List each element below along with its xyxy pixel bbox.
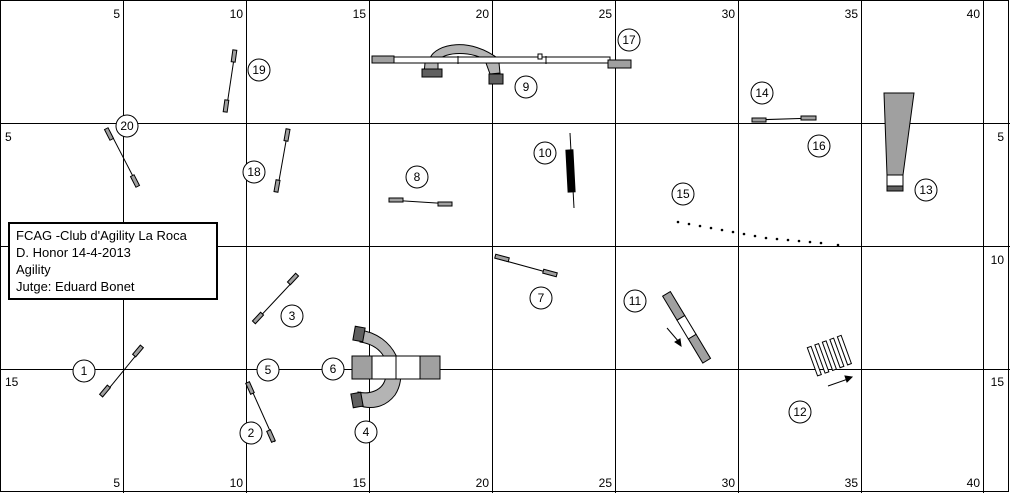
svg-text:17: 17 <box>622 33 636 47</box>
arrow-12 <box>827 375 854 387</box>
bottom-axis-label: 5 <box>113 476 120 490</box>
obstacle-number-5: 5 <box>256 358 280 382</box>
obstacle-number-9: 9 <box>514 75 538 99</box>
svg-text:2: 2 <box>248 426 255 440</box>
obstacle-number-7: 7 <box>529 286 553 310</box>
bottom-axis-label: 30 <box>722 476 736 490</box>
top-axis-label: 40 <box>967 7 981 21</box>
jump-1 <box>98 344 145 398</box>
svg-text:14: 14 <box>755 86 769 100</box>
jump-20 <box>103 127 141 188</box>
left-axis-label: 5 <box>5 130 12 144</box>
category: Agility <box>16 262 51 277</box>
svg-text:18: 18 <box>247 165 261 179</box>
obstacle-number-1: 1 <box>72 359 96 383</box>
jump-3 <box>251 272 300 325</box>
right-axis-label: 10 <box>991 253 1005 267</box>
jump-2 <box>245 381 276 443</box>
top-axis-label: 10 <box>230 7 244 21</box>
obstacle-number-11: 11 <box>623 289 647 313</box>
obstacle-number-12: 12 <box>788 400 812 424</box>
top-axis-label: 20 <box>476 7 490 21</box>
tunnel-6 <box>351 355 441 380</box>
obstacle-number-2: 2 <box>239 421 263 445</box>
obstacle-number-16: 16 <box>807 134 831 158</box>
bottom-axis-label: 25 <box>599 476 613 490</box>
top-axis-label: 15 <box>353 7 367 21</box>
obstacle-number-19: 19 <box>247 58 271 82</box>
bottom-axis-label: 20 <box>476 476 490 490</box>
obstacle-number-3: 3 <box>280 304 304 328</box>
dogwalk-9 <box>371 44 632 85</box>
obstacle-number-18: 18 <box>242 160 266 184</box>
jump-18 <box>273 128 291 193</box>
top-axis-label: 35 <box>845 7 859 21</box>
judge-name: Jutge: Eduard Bonet <box>16 279 135 294</box>
jump-19 <box>222 49 238 113</box>
bottom-axis-label: 40 <box>967 476 981 490</box>
svg-text:11: 11 <box>629 294 642 308</box>
bottom-axis-label: 35 <box>845 476 859 490</box>
obstacle-number-17: 17 <box>617 28 641 52</box>
arrow-11 <box>666 327 682 348</box>
obstacle-number-20: 20 <box>115 114 139 138</box>
bottom-axis-label: 15 <box>353 476 367 490</box>
top-axis-label: 30 <box>722 7 736 21</box>
bottom-axis-label: 10 <box>230 476 244 490</box>
obstacle-number-15: 15 <box>671 182 695 206</box>
competition-date: D. Honor 14-4-2013 <box>16 245 131 260</box>
seesaw-11 <box>661 290 712 364</box>
svg-text:10: 10 <box>538 146 552 160</box>
svg-text:16: 16 <box>812 139 826 153</box>
jump-7 <box>494 253 558 278</box>
obstacle-number-13: 13 <box>914 178 938 202</box>
svg-text:13: 13 <box>919 183 933 197</box>
top-axis-label: 5 <box>113 7 120 21</box>
svg-text:12: 12 <box>793 405 807 419</box>
weave-poles-10 <box>565 132 576 209</box>
table-12 <box>806 334 853 377</box>
svg-text:19: 19 <box>252 63 266 77</box>
obstacle-number-8: 8 <box>405 165 429 189</box>
jump-8 <box>388 197 453 207</box>
svg-text:7: 7 <box>538 291 545 305</box>
dotted-path-15 <box>676 220 840 247</box>
svg-text:5: 5 <box>265 363 272 377</box>
chute-13 <box>883 92 915 192</box>
svg-text:6: 6 <box>330 362 337 376</box>
svg-text:20: 20 <box>120 119 134 133</box>
svg-text:9: 9 <box>523 80 530 94</box>
right-axis-label: 15 <box>991 375 1005 389</box>
jump-14-16 <box>751 115 817 123</box>
svg-text:1: 1 <box>81 364 88 378</box>
obstacle-number-6: 6 <box>321 357 345 381</box>
obstacle-number-10: 10 <box>533 141 557 165</box>
svg-text:3: 3 <box>289 309 296 323</box>
top-axis-label: 25 <box>599 7 613 21</box>
svg-text:4: 4 <box>363 425 370 439</box>
obstacle-number-4: 4 <box>354 420 378 444</box>
course-info-box: FCAG -Club d'Agility La Roca D. Honor 14… <box>8 222 218 300</box>
svg-text:8: 8 <box>414 170 421 184</box>
club-name: FCAG -Club d'Agility La Roca <box>16 228 187 243</box>
left-axis-label: 15 <box>5 375 19 389</box>
svg-text:15: 15 <box>676 187 690 201</box>
obstacle-number-14: 14 <box>750 81 774 105</box>
right-axis-label: 5 <box>997 130 1004 144</box>
